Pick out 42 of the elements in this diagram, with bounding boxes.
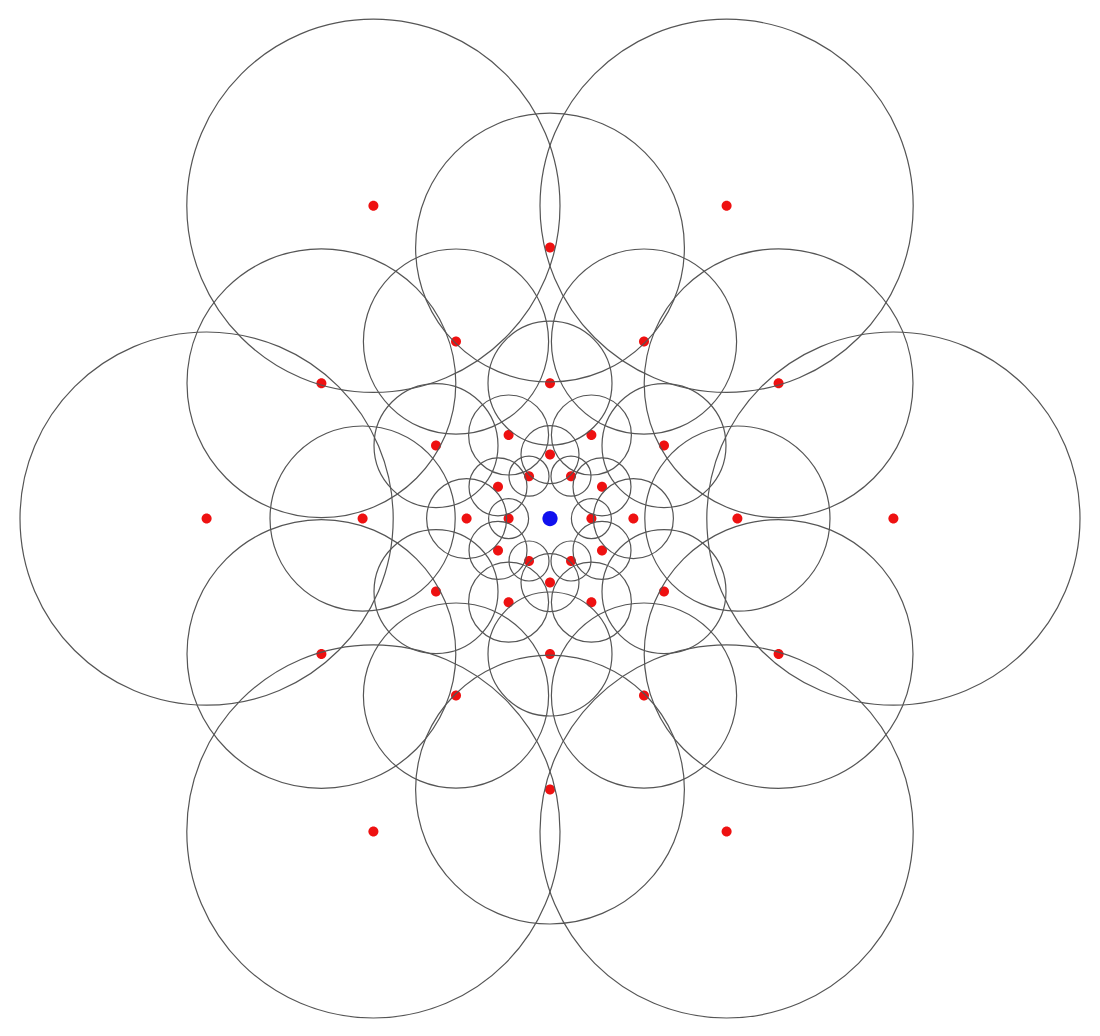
circle xyxy=(572,520,632,580)
circle xyxy=(468,520,528,580)
circle xyxy=(508,455,550,497)
circle xyxy=(508,540,550,582)
circle xyxy=(186,18,561,393)
circle xyxy=(520,553,580,613)
circle xyxy=(426,477,508,560)
circle xyxy=(570,498,612,540)
circle xyxy=(550,561,632,643)
circle xyxy=(550,248,738,435)
circle xyxy=(19,331,394,706)
circle xyxy=(373,383,499,509)
circle xyxy=(186,519,457,789)
circle xyxy=(468,394,550,476)
circle xyxy=(572,457,632,517)
circle xyxy=(468,457,528,517)
circle xyxy=(362,602,550,789)
circle xyxy=(550,394,632,476)
circle xyxy=(487,320,613,446)
circle xyxy=(468,561,550,643)
circle xyxy=(706,331,1081,706)
circle xyxy=(550,602,738,789)
circle xyxy=(550,540,592,582)
circle xyxy=(520,425,580,485)
circle xyxy=(269,425,456,612)
circle xyxy=(643,519,914,789)
circle xyxy=(539,18,914,393)
circle xyxy=(539,644,914,1019)
circle xyxy=(592,477,674,560)
circle xyxy=(415,112,685,383)
circle xyxy=(601,529,727,655)
circle xyxy=(186,248,457,519)
circle xyxy=(601,383,727,509)
circle xyxy=(550,455,592,497)
circle xyxy=(643,248,914,519)
circle xyxy=(186,644,561,1019)
circle xyxy=(373,529,499,655)
circle xyxy=(644,425,831,612)
circle xyxy=(415,654,685,925)
circle xyxy=(362,248,550,435)
circle xyxy=(488,498,530,540)
circle xyxy=(487,591,613,717)
